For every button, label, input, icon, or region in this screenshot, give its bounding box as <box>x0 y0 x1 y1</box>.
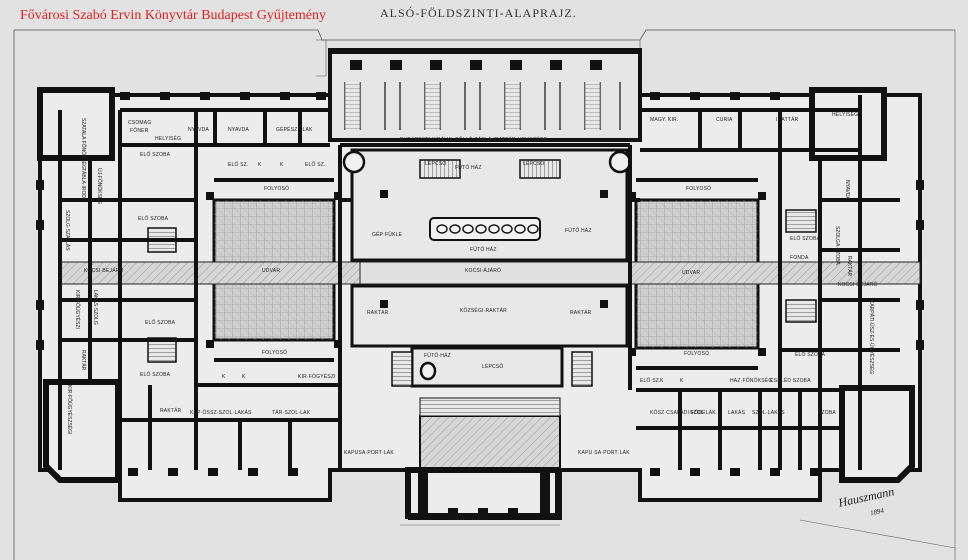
room-label-vertical: KIR·FŐÜGYÉSZSÉGI <box>66 385 72 435</box>
room-label: LÉPCSŐ <box>523 161 545 167</box>
room-label-vertical: NYAVDA <box>844 180 850 200</box>
room-label: KAPU·SA·PORT·LAK <box>578 450 630 456</box>
room-label-vertical: RAKTÁR <box>80 350 86 371</box>
north-wing <box>328 50 642 142</box>
room-label: RAKTÁR <box>367 310 389 316</box>
room-label: CURIA <box>716 117 733 123</box>
room-label: K <box>258 162 262 168</box>
room-label: FŰTŐ HÁZ <box>565 228 592 234</box>
entrance-portico <box>418 470 550 518</box>
room-label: KŐSZ·CSALÁDI·FŐDÉ <box>650 410 706 416</box>
room-label-vertical: RAKTÁR <box>846 256 852 277</box>
room-label: CSELÉD SZOBA <box>770 378 811 384</box>
room-label: LÉPCSŐ <box>425 161 447 167</box>
plan-title: ALSÓ-FÖLDSZINTI-ALAPRAJZ. <box>380 6 577 20</box>
room-label: ELŐ SZOBA <box>138 216 169 222</box>
room-label: KAPUSA·PORT·LAK <box>344 450 394 456</box>
room-label: FŰTŐ·HÁZ <box>424 353 451 359</box>
room-label: UDVAR <box>262 268 281 274</box>
room-label: FOLYOSÓ <box>264 186 290 192</box>
room-label: ELŐ SZ. <box>305 162 326 168</box>
west-wing-walls <box>58 108 342 470</box>
room-label: ELŐ SZ. <box>640 378 661 384</box>
room-label: K <box>680 378 684 384</box>
room-label-vertical: LAKÁS·SZOLG <box>92 290 98 325</box>
central-block <box>350 148 629 469</box>
room-label: HELYISÉG <box>832 112 859 118</box>
room-label: KOCSI·BEJÁRÓ <box>838 282 878 288</box>
room-label: FOLYOSÓ <box>684 351 710 357</box>
room-label: K <box>222 374 226 380</box>
room-label: RAKTÁR <box>570 310 592 316</box>
corner-towers <box>37 87 915 519</box>
room-label: CSOMAG <box>128 120 152 126</box>
room-label: TÁR·SZOL·LAK <box>272 410 311 416</box>
room-label: FONDA <box>790 255 809 261</box>
room-label: ELŐ SZOBA <box>140 152 171 158</box>
room-label: K <box>242 374 246 380</box>
room-label: KIR·FŐGYÉSZI <box>298 374 336 380</box>
room-label: FŐNER <box>130 128 149 134</box>
room-label: BUDAPESTI KIRÁLYI ·FŐLLÓ·TÁBLA·IRATTÁR·H… <box>400 137 548 143</box>
room-label: RAKTÁR <box>160 408 182 414</box>
room-label: HAZ·FŐNÖKSÉG <box>730 378 773 384</box>
room-label: GÉP·FŰKLE <box>372 232 403 238</box>
room-label: FŰTŐ HÁZ <box>470 247 497 253</box>
room-label: IRATTÁR <box>776 117 799 123</box>
room-label: ELŐ SZOBA <box>795 352 826 358</box>
room-label: SZOBA <box>818 410 836 416</box>
room-label: LAKÁS <box>728 410 746 416</box>
room-label-vertical: SZATALA FŐNÖKSÉG <box>80 118 86 169</box>
room-label: FOLYOSÓ <box>686 186 712 192</box>
room-label-vertical: KIR·FŐÜGYÉSZI <box>74 290 80 329</box>
stairs <box>147 159 817 387</box>
room-label: KÉP·ÖSSZ·SZOL·LAKÁS <box>190 410 252 416</box>
room-label-vertical: TÁBLA·IRODA <box>80 168 86 202</box>
archive-watermark: Fővárosi Szabó Ervin Könyvtár Budapest G… <box>20 8 327 23</box>
room-label: FOLYOSÓ <box>262 350 288 356</box>
room-label: MAGY. KIR. <box>650 117 679 123</box>
room-label: ELŐ SZOBA <box>145 320 176 326</box>
room-label: UDVAR <box>682 270 701 276</box>
room-label-vertical: KÁRPÁTI·ÚSZ·ÉS·ÜGYÉSZSÉG <box>868 300 874 375</box>
room-label: ELŐ SZOBA <box>790 236 821 242</box>
room-label: KOCSI·BEJÁRÓ <box>84 268 124 274</box>
room-label: SZOL·LAKÁS <box>752 410 785 416</box>
room-label-vertical: SZOLGA·SZOBA <box>834 226 840 265</box>
room-label: NYAVDA <box>188 127 210 133</box>
room-label: LÉPCSŐ <box>482 364 504 370</box>
room-label: SZOL·LAK <box>690 410 716 416</box>
room-label: KOCSI·ÁJÁRÓ <box>465 268 502 274</box>
room-label: GÉPÉSZ · LAK <box>276 127 313 133</box>
facade-piers <box>36 92 924 476</box>
room-label: HELYISÉG <box>155 136 182 142</box>
room-label: K <box>280 162 284 168</box>
east-wing-walls <box>636 95 900 470</box>
room-label: K <box>660 378 664 384</box>
room-label-vertical: SZOLG·SZÁLLÁS <box>64 210 70 251</box>
room-label: ELŐ SZOBA <box>140 372 171 378</box>
room-label: ELŐ SZ. <box>228 162 249 168</box>
room-label: NYAVDA <box>228 127 250 133</box>
room-label: KÖZSÉGI·RAKTÁR <box>460 308 507 314</box>
room-label: FŰTŐ HÁZ <box>455 165 482 171</box>
room-label-vertical: ÚJ·FŐNÖKSÉG <box>96 168 102 205</box>
